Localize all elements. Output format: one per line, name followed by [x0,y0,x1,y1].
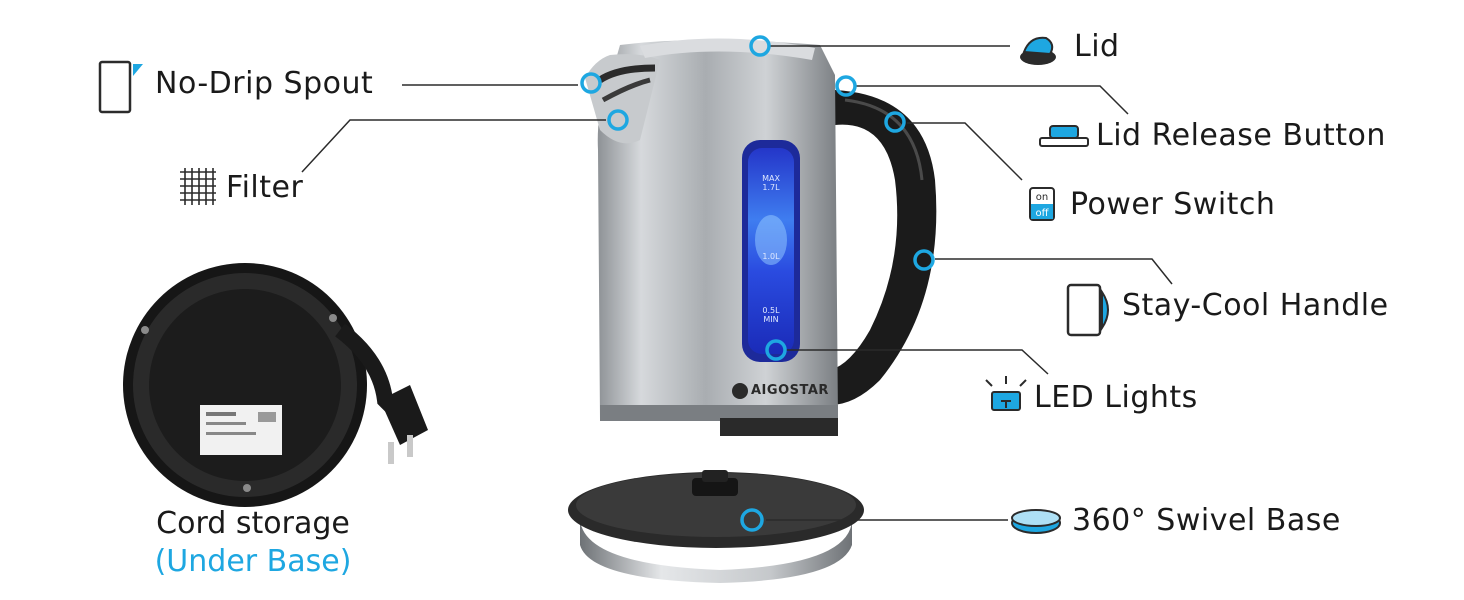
hotspot-power-switch [884,111,906,133]
power-icon-off: off [1035,208,1049,219]
label-swivel-base: 360° Swivel Base [1072,503,1341,538]
hotspot-base [740,508,764,532]
led-icon [985,376,1027,411]
hotspot-handle [913,249,935,271]
lid-icon [1020,36,1056,65]
leader-lines [301,45,1173,521]
mark-mid: 1.0L [762,252,780,261]
cord-storage-title: Cord storage [156,506,350,541]
hotspots [580,35,935,532]
handle [830,90,937,405]
label-no-drip-spout: No-Drip Spout [155,66,374,101]
label-power-switch: Power Switch [1070,187,1276,222]
cord-storage-subtitle: (Under Base) [154,544,352,579]
hotspot-led [765,339,787,361]
hotspot-lid-release [835,75,857,97]
label-stay-cool-handle: Stay-Cool Handle [1122,288,1389,323]
label-filter: Filter [226,170,304,205]
label-lid-release-button: Lid Release Button [1096,118,1386,153]
handle-icon [1066,283,1109,337]
plug [380,385,428,445]
base-illustration [568,470,864,583]
lid-shape [640,38,815,60]
brand-name: AIGOSTAR [751,383,829,398]
hotspot-filter [607,109,629,131]
hotspot-lid [749,35,771,57]
power-icon-on: on [1036,192,1048,203]
label-lid: Lid [1074,29,1120,64]
filter-icon [180,168,216,205]
hotspot-spout [580,72,602,94]
power-switch-icon: on off [1029,187,1055,221]
spout-icon [98,60,143,114]
swivel-base-icon [1011,509,1061,534]
brand-logo [732,383,748,399]
label-led-lights: LED Lights [1034,380,1198,415]
lid-release-button-icon [1039,125,1089,147]
kettle-illustration [585,38,937,436]
cord-storage-illustration [123,263,428,507]
